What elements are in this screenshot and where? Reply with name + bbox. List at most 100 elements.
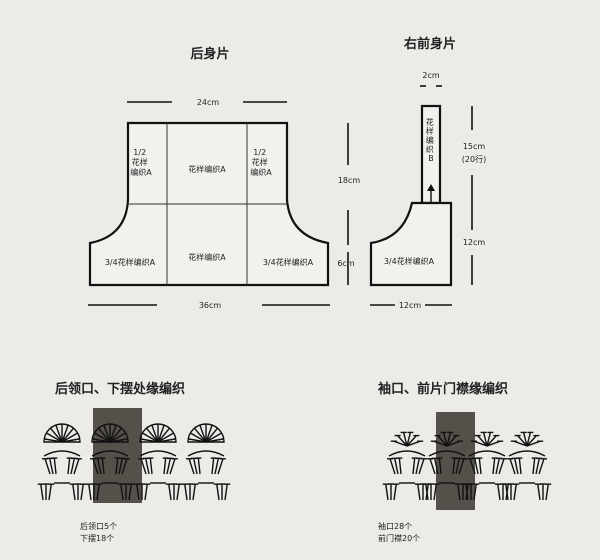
- fan-symbol: [145, 427, 159, 443]
- chain-symbol: [468, 450, 506, 457]
- stitch-symbol: [197, 458, 201, 475]
- stitch-symbol: [397, 435, 408, 447]
- front-body-outline: [369, 201, 453, 287]
- stitch-symbol: [121, 458, 128, 475]
- stitch-symbol: [70, 458, 76, 475]
- stitch-symbol: [429, 458, 436, 475]
- stitch-symbol: [465, 484, 469, 501]
- stitch-symbol: [73, 458, 80, 475]
- stitch-symbol: [393, 458, 399, 475]
- stitch-symbol: [486, 440, 501, 447]
- stitch-symbol: [184, 484, 188, 501]
- stitch-symbol: [497, 484, 501, 501]
- stitch-symbol: [415, 458, 421, 475]
- stitch-symbol: [136, 484, 140, 501]
- edging-right-note: 前门襟20个: [378, 533, 420, 543]
- stitch-symbol: [473, 440, 488, 447]
- fan-symbol: [61, 427, 75, 443]
- fan-symbol: [193, 427, 207, 443]
- stitch-symbol: [418, 458, 425, 475]
- front-piece-title: 右前身片: [403, 36, 456, 52]
- stitch-symbol: [217, 458, 224, 475]
- stitch-symbol: [433, 440, 448, 447]
- stitch-symbol: [385, 484, 389, 501]
- fan-symbol: [142, 432, 159, 443]
- stitch-symbol: [446, 432, 452, 447]
- stitch-symbol: [517, 435, 528, 447]
- body-height: 12cm: [463, 238, 486, 247]
- stitch-symbol: [115, 458, 119, 475]
- stitch-symbol: [67, 458, 71, 475]
- fan-symbol: [46, 432, 63, 443]
- stitch-symbol: [224, 484, 228, 501]
- arrow-up-icon: [427, 184, 435, 203]
- stitch-symbol: [513, 484, 517, 501]
- stitch-symbol: [433, 484, 437, 501]
- chain-symbol: [388, 450, 426, 457]
- stitch-symbol: [446, 440, 461, 447]
- stitch-symbol: [44, 458, 51, 475]
- fan-symbol: [43, 423, 81, 443]
- stitch-symbol: [532, 458, 536, 475]
- fan-symbol: [44, 438, 63, 443]
- fan-symbol: [61, 438, 80, 443]
- stitch-symbol: [398, 458, 402, 475]
- stitch-symbol: [40, 484, 44, 501]
- stitch-symbol: [96, 484, 100, 501]
- stitch-symbol: [192, 458, 198, 475]
- edging-right-note: 袖口28个: [378, 521, 412, 531]
- stitch-symbol: [526, 435, 537, 447]
- strap-rows: (20行): [462, 154, 486, 164]
- stitch-symbol: [526, 432, 532, 447]
- strap-width: 2cm: [422, 71, 439, 80]
- stitch-symbol: [522, 432, 528, 447]
- stitch-symbol: [88, 484, 92, 501]
- stitch-symbol: [482, 432, 488, 447]
- stitch-symbol: [518, 458, 522, 475]
- strap-label: 花 样 编 织 B: [426, 117, 437, 163]
- fan-symbol: [199, 424, 207, 443]
- fan-symbol: [157, 438, 176, 443]
- stitch-symbol: [120, 484, 124, 501]
- stitch-symbol: [144, 484, 148, 501]
- fan-symbol: [205, 427, 219, 443]
- back-upper-height: 18cm: [338, 176, 361, 185]
- stitch-symbol: [166, 458, 172, 475]
- back-top-width: 24cm: [197, 98, 220, 107]
- stitch-symbol: [72, 484, 76, 501]
- fan-symbol: [61, 432, 78, 443]
- stitch-symbol: [192, 484, 196, 501]
- stitch-symbol: [478, 458, 482, 475]
- stitch-symbol: [537, 484, 541, 501]
- fan-symbol: [157, 424, 165, 443]
- stitch-symbol: [425, 484, 429, 501]
- cell-label: 花样编织A: [188, 252, 226, 262]
- back-piece-title: 后身片: [190, 46, 229, 62]
- edging-right: 袖口、前片门襟缘编织 袖口28个 前门襟20个: [378, 381, 552, 543]
- stitch-symbol: [393, 484, 397, 501]
- fan-symbol: [205, 424, 213, 443]
- edging-left-title: 后领口、下摆处缘编织: [55, 381, 185, 397]
- stitch-symbol: [393, 440, 408, 447]
- stitch-symbol: [406, 440, 421, 447]
- stitch-symbol: [406, 435, 417, 447]
- fan-symbol: [205, 432, 222, 443]
- fan-symbol: [190, 432, 207, 443]
- stitch-symbol: [128, 484, 132, 501]
- back-piece: 后身片 24cm 1/2 花样 编织A 花样编织A 1/2 花样 编织A 3/4…: [88, 46, 360, 310]
- chain-symbol: [187, 450, 225, 457]
- chain-symbol: [508, 450, 546, 457]
- stitch-symbol: [437, 435, 448, 447]
- stitch-symbol: [495, 458, 501, 475]
- stitch-symbol: [92, 458, 99, 475]
- cell-label: 1/2 花样 编织A: [130, 148, 152, 177]
- fan-symbol: [139, 423, 177, 443]
- fan-symbol: [103, 424, 111, 443]
- stitch-symbol: [406, 432, 412, 447]
- stitch-symbol: [144, 458, 150, 475]
- front-bottom-width: 12cm: [399, 301, 422, 310]
- repeat-highlight: [93, 408, 142, 503]
- fan-symbol: [94, 432, 111, 443]
- stitch-symbol: [149, 458, 153, 475]
